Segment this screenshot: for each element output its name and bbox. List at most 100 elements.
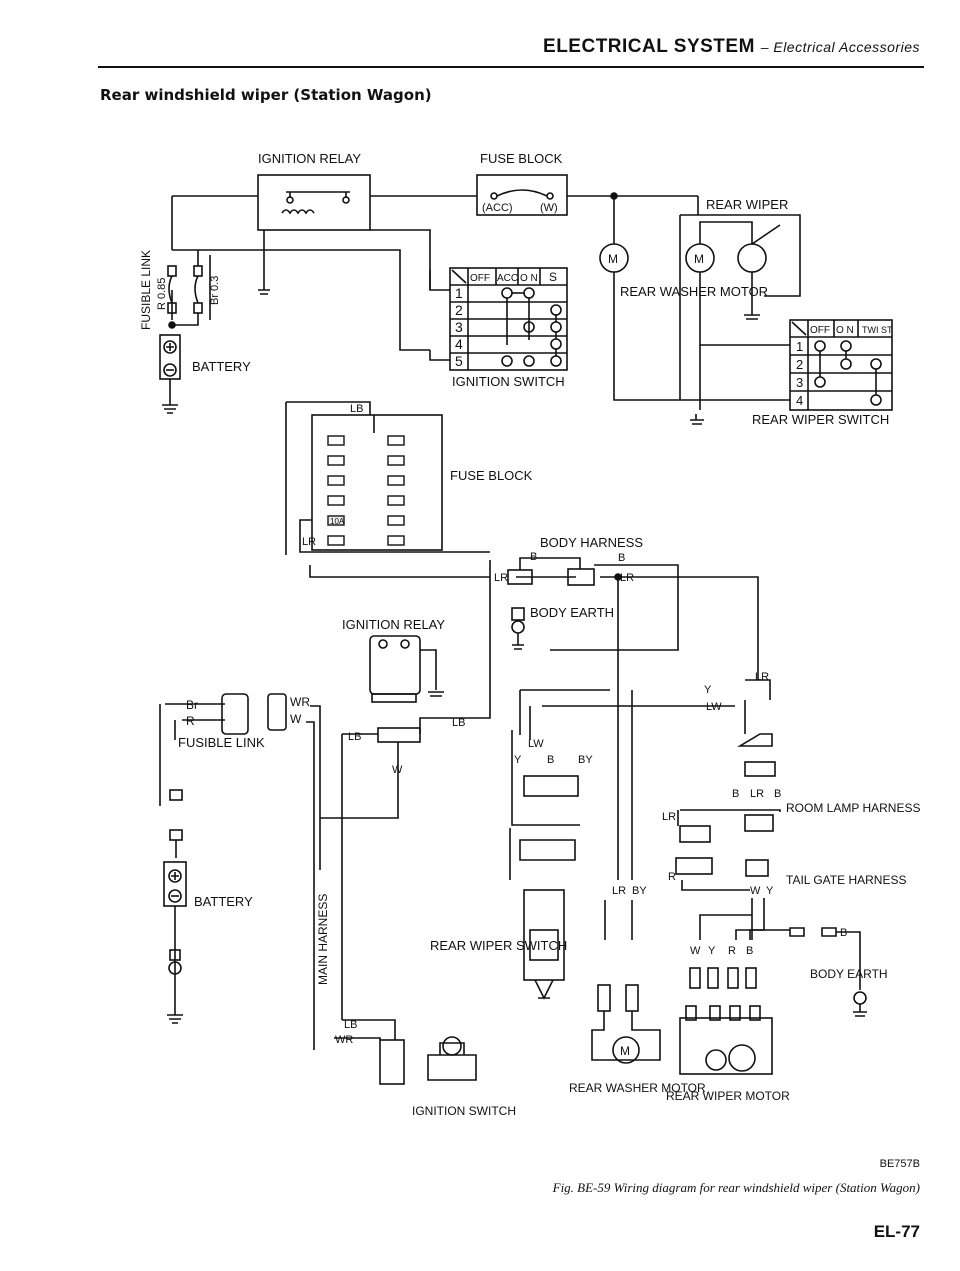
svg-text:R: R: [728, 945, 736, 957]
body-harness-label: BODY HARNESS: [540, 535, 643, 550]
ground-icon: [162, 379, 178, 414]
svg-text:TAIL GATE HARNESS: TAIL GATE HARNESS: [786, 873, 906, 887]
svg-text:Br: Br: [186, 698, 198, 712]
rear-wiper-switch-lower: [523, 889, 565, 981]
svg-text:B: B: [746, 945, 753, 957]
svg-text:O N: O N: [520, 273, 538, 284]
svg-text:R 0.85: R 0.85: [156, 278, 168, 310]
svg-text:REAR WIPER SWITCH: REAR WIPER SWITCH: [430, 938, 567, 953]
rear-wiper-switch-label: REAR WIPER SWITCH: [752, 412, 889, 427]
svg-text:B: B: [774, 788, 781, 800]
ignition-relay-lower: [369, 635, 421, 695]
svg-text:W: W: [750, 885, 761, 897]
ignition-switch-connector: [379, 1039, 405, 1085]
svg-text:LR: LR: [755, 671, 769, 683]
ignition-switch-icon: [427, 1042, 477, 1081]
svg-text:W: W: [290, 712, 302, 726]
svg-text:W: W: [392, 764, 403, 776]
svg-text:LB: LB: [344, 1019, 357, 1031]
svg-text:Br 0.3: Br 0.3: [209, 276, 221, 305]
svg-text:TWI ST: TWI ST: [862, 325, 893, 335]
main-harness-label: MAIN HARNESS: [316, 894, 330, 985]
rear-wiper-motor-lower: [679, 1017, 773, 1075]
svg-text:IGNITION SWITCH: IGNITION SWITCH: [412, 1104, 516, 1118]
svg-text:Y: Y: [514, 754, 522, 766]
svg-text:WR: WR: [335, 1034, 353, 1046]
svg-text:1: 1: [455, 285, 463, 301]
fuse-block-box: [476, 174, 568, 216]
svg-text:3: 3: [796, 375, 803, 390]
relay-ground-icon: [258, 230, 270, 295]
page-header: ELECTRICAL SYSTEM – Electrical Accessori…: [543, 36, 920, 58]
svg-text:B: B: [840, 927, 847, 939]
svg-text:REAR WIPER MOTOR: REAR WIPER MOTOR: [666, 1089, 790, 1103]
svg-text:LR: LR: [620, 572, 634, 584]
svg-text:B: B: [547, 754, 554, 766]
ignition-relay-lower-label: IGNITION RELAY: [342, 617, 445, 632]
rear-wiper-switch-table: [789, 319, 893, 411]
svg-text:LR: LR: [750, 788, 764, 800]
svg-text:BODY EARTH: BODY EARTH: [530, 605, 614, 620]
svg-text:BY: BY: [632, 885, 647, 897]
page-number: EL-77: [873, 1222, 920, 1241]
svg-text:1: 1: [796, 339, 803, 354]
svg-text:LB: LB: [350, 403, 363, 415]
svg-text:2: 2: [455, 302, 463, 318]
svg-text:BY: BY: [578, 754, 593, 766]
fusible-link-lower-label: FUSIBLE LINK: [178, 735, 265, 750]
svg-text:4: 4: [796, 393, 803, 408]
svg-text:(W): (W): [540, 202, 558, 214]
wiper-motor-icon: [737, 243, 767, 273]
svg-text:S: S: [549, 270, 557, 284]
svg-text:REAR WASHER MOTOR: REAR WASHER MOTOR: [569, 1081, 706, 1095]
ignition-switch-label: IGNITION SWITCH: [452, 374, 565, 389]
svg-text:OFF: OFF: [810, 325, 830, 336]
svg-text:FUSIBLE LINK: FUSIBLE LINK: [139, 250, 153, 330]
section-title: ELECTRICAL SYSTEM: [543, 36, 755, 57]
page-title: Rear windshield wiper (Station Wagon): [100, 86, 432, 104]
svg-text:BODY EARTH: BODY EARTH: [810, 967, 888, 981]
svg-text:LW: LW: [528, 738, 544, 750]
svg-text:WR: WR: [290, 695, 310, 709]
battery-lower-icon: [163, 861, 187, 907]
fuse-10a: 10A: [330, 517, 345, 526]
svg-text:W: W: [690, 945, 701, 957]
svg-text:M: M: [620, 1044, 630, 1058]
svg-text:R: R: [668, 871, 676, 883]
figure-caption: Fig. BE-59 Wiring diagram for rear winds…: [552, 1180, 920, 1195]
svg-text:(ACC): (ACC): [482, 202, 513, 214]
svg-text:BATTERY: BATTERY: [194, 894, 253, 909]
header-rule: [98, 66, 924, 68]
fuse-block-label: FUSE BLOCK: [480, 151, 563, 166]
figure-code: BE757B: [879, 1158, 920, 1170]
svg-text:2: 2: [796, 357, 803, 372]
svg-text:B: B: [732, 788, 739, 800]
svg-text:LB: LB: [348, 731, 361, 743]
svg-text:LB: LB: [452, 717, 465, 729]
svg-text:ROOM LAMP HARNESS: ROOM LAMP HARNESS: [786, 801, 920, 815]
relay-coil-icon: [281, 209, 315, 215]
fuse-block-middle: [311, 414, 443, 551]
subsection-title: – Electrical Accessories: [760, 39, 920, 55]
svg-text:Y: Y: [766, 885, 774, 897]
fuse-block-middle-label: FUSE BLOCK: [450, 468, 533, 483]
ignition-relay-box: [257, 174, 371, 231]
svg-text:ACC: ACC: [497, 273, 518, 284]
svg-text:B: B: [530, 551, 537, 563]
svg-text:3: 3: [455, 319, 463, 335]
ignition-relay-label: IGNITION RELAY: [258, 151, 361, 166]
svg-text:M: M: [694, 252, 704, 266]
svg-text:LR: LR: [612, 885, 626, 897]
svg-text:R: R: [186, 714, 195, 728]
svg-text:LR: LR: [302, 536, 316, 548]
svg-text:Y: Y: [704, 684, 712, 696]
rear-wiper-label: REAR WIPER: [706, 197, 788, 212]
svg-text:Y: Y: [708, 945, 716, 957]
svg-text:LR: LR: [494, 572, 508, 584]
svg-text:B: B: [618, 552, 625, 564]
svg-text:LW: LW: [706, 701, 722, 713]
svg-text:5: 5: [455, 353, 463, 369]
washer-motor-lower-icon: [612, 1036, 640, 1064]
ignition-switch-table: [449, 267, 568, 371]
